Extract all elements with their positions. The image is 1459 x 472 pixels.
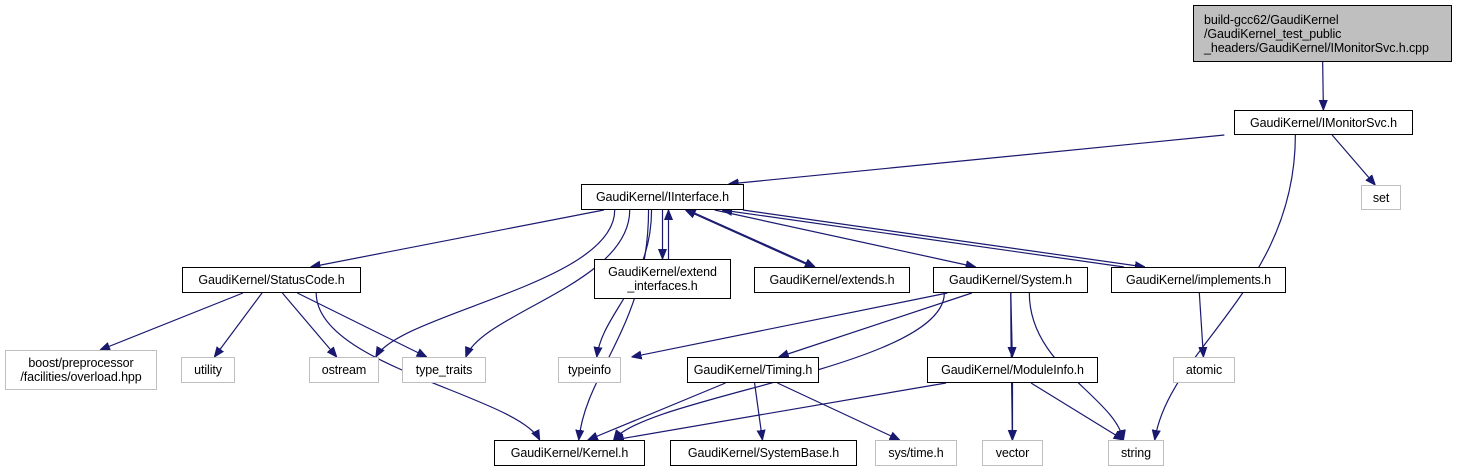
edge-imonitorsvc-to-set <box>1331 134 1375 185</box>
edge-iinterface-to-type_traits <box>466 209 631 357</box>
edge-iinterface-to-statuscode <box>311 209 604 267</box>
node-extend-interfaces[interactable]: GaudiKernel/extend _interfaces.h <box>594 259 731 299</box>
edge-timing-to-kernel <box>588 382 726 441</box>
node-label: GaudiKernel/IMonitorSvc.h <box>1250 115 1397 130</box>
node-label: build-gcc62/GaudiKernel /GaudiKernel_tes… <box>1204 12 1429 55</box>
node-label: ostream <box>321 363 367 377</box>
node-atomic[interactable]: atomic <box>1173 357 1235 383</box>
node-system[interactable]: GaudiKernel/System.h <box>933 267 1088 293</box>
edge-iinterface-to-system <box>714 209 976 267</box>
node-moduleinfo[interactable]: GaudiKernel/ModuleInfo.h <box>927 357 1098 383</box>
node-systembase[interactable]: GaudiKernel/SystemBase.h <box>670 440 857 466</box>
node-label: boost/preprocessor /facilities/overload.… <box>20 356 142 384</box>
node-kernel[interactable]: GaudiKernel/Kernel.h <box>494 440 645 466</box>
node-ostream[interactable]: ostream <box>309 357 379 383</box>
edge-implements-to-atomic <box>1199 292 1203 357</box>
node-type-traits[interactable]: type_traits <box>402 357 486 383</box>
edge-extends-to-iinterface <box>685 210 813 268</box>
node-string[interactable]: string <box>1108 440 1164 466</box>
node-utility[interactable]: utility <box>181 357 235 383</box>
node-label: atomic <box>1185 363 1223 377</box>
edge-iinterface-to-ostream <box>376 209 616 357</box>
node-label: GaudiKernel/System.h <box>948 273 1073 287</box>
edge-iinterface-to-extends <box>687 209 815 267</box>
edge-statuscode-to-boost_overload <box>100 292 244 351</box>
node-label: GaudiKernel/Timing.h <box>693 363 813 377</box>
edge-root-to-imonitorsvc <box>1323 61 1324 110</box>
node-label: GaudiKernel/ModuleInfo.h <box>941 363 1084 377</box>
node-label: GaudiKernel/extends.h <box>769 273 895 287</box>
node-label: GaudiKernel/Kernel.h <box>510 446 629 460</box>
edge-timing-to-sys_time <box>777 382 899 440</box>
edge-iinterface-to-kernel <box>579 209 650 440</box>
node-label: string <box>1121 446 1151 460</box>
node-statuscode[interactable]: GaudiKernel/StatusCode.h <box>182 267 361 293</box>
node-boost-overload[interactable]: boost/preprocessor /facilities/overload.… <box>5 350 157 390</box>
edge-moduleinfo-to-string <box>1030 382 1124 440</box>
node-label: set <box>1372 190 1390 205</box>
node-label: GaudiKernel/StatusCode.h <box>198 273 345 287</box>
node-label: vector <box>995 446 1030 460</box>
edge-imonitorsvc-to-string <box>1155 134 1296 440</box>
node-extends[interactable]: GaudiKernel/extends.h <box>754 267 910 293</box>
node-root[interactable]: build-gcc62/GaudiKernel /GaudiKernel_tes… <box>1193 5 1452 62</box>
edge-statuscode-to-utility <box>214 292 263 357</box>
node-label: typeinfo <box>568 363 611 377</box>
edge-imonitorsvc-to-iinterface <box>729 134 1225 184</box>
node-sys-time[interactable]: sys/time.h <box>875 440 957 466</box>
edge-iinterface-to-implements <box>742 209 1145 267</box>
edge-system-to-typeinfo <box>632 292 948 357</box>
node-label: type_traits <box>415 363 473 377</box>
node-label: utility <box>194 363 222 377</box>
node-timing[interactable]: GaudiKernel/Timing.h <box>687 357 819 383</box>
edge-timing-to-systembase <box>753 382 763 440</box>
node-iinterface[interactable]: GaudiKernel/IInterface.h <box>581 184 744 210</box>
edge-implements-to-iinterface <box>722 210 1125 268</box>
node-label: GaudiKernel/SystemBase.h <box>687 446 840 460</box>
edge-moduleinfo-to-kernel <box>614 382 947 440</box>
node-vector[interactable]: vector <box>982 440 1043 466</box>
node-label: GaudiKernel/implements.h <box>1126 273 1271 287</box>
edge-system-to-timing <box>779 292 973 357</box>
node-label: sys/time.h <box>888 446 944 460</box>
node-typeinfo[interactable]: typeinfo <box>558 357 621 383</box>
node-implements[interactable]: GaudiKernel/implements.h <box>1111 267 1286 293</box>
edge-statuscode-to-ostream <box>281 292 336 357</box>
node-label: GaudiKernel/extend _interfaces.h <box>608 265 717 293</box>
node-imonitorsvc[interactable]: GaudiKernel/IMonitorSvc.h <box>1234 110 1413 135</box>
node-label: GaudiKernel/IInterface.h <box>595 190 730 204</box>
node-set[interactable]: set <box>1361 185 1401 210</box>
edge-statuscode-to-type_traits <box>297 292 426 357</box>
